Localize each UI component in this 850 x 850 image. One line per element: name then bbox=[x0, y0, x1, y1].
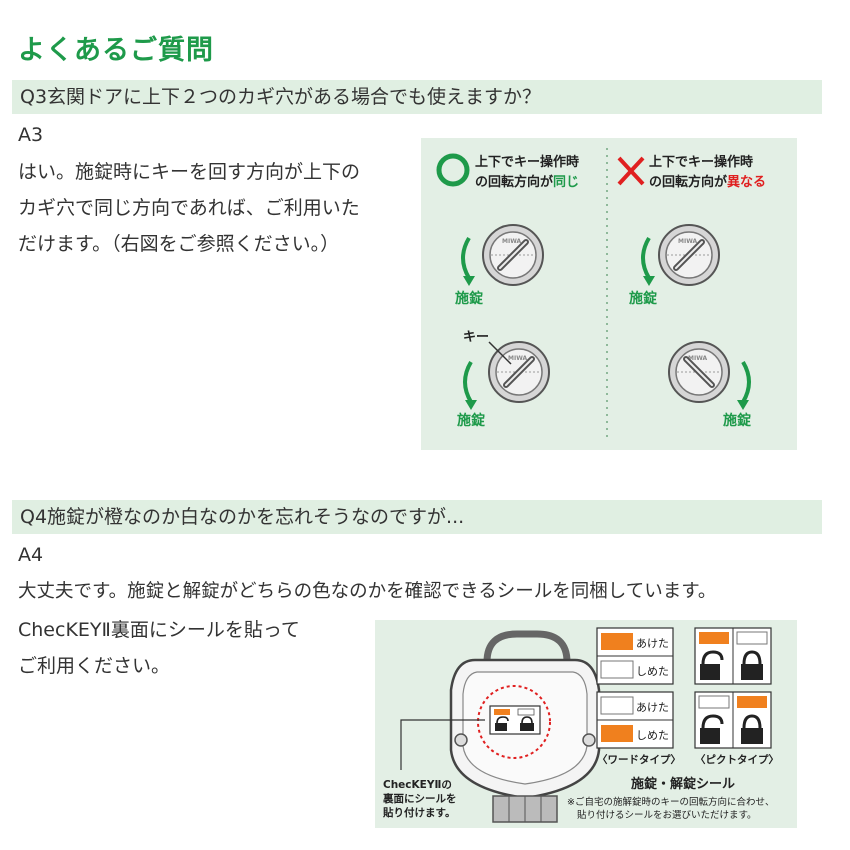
lock-icon bbox=[741, 728, 763, 744]
seal-title: 施錠・解錠シール bbox=[631, 776, 735, 792]
rotation-arrow-icon bbox=[463, 360, 473, 404]
q3-figure-keyhole-direction: 上下でキー操作時 の回転方向が同じ 上下でキー操作時 の回転方向が異なる MIW… bbox=[421, 138, 797, 450]
key-label: キー bbox=[463, 330, 489, 345]
seal-close-label: しめた bbox=[636, 729, 669, 742]
keyhole-cylinder-icon bbox=[658, 224, 720, 286]
q3-figure-svg: 上下でキー操作時 の回転方向が同じ 上下でキー操作時 の回転方向が異なる MIW… bbox=[436, 148, 766, 440]
word-seal-b: あけた しめた bbox=[596, 691, 674, 749]
wrong-cross-icon bbox=[617, 156, 645, 186]
q3-answer-line: カギ穴で同じ方向であれば、ご利用いた bbox=[18, 197, 360, 219]
seal-note-line: ※ご自宅の施解錠時のキーの回転方向に合わせ、 bbox=[567, 796, 774, 808]
q4-figure-seal: ChecKEYⅡの 裏面にシールを 貼り付けます。 あけた しめた bbox=[375, 620, 797, 828]
keyhole-cylinder-icon bbox=[482, 224, 544, 286]
q3-answer-text: はい。施錠時にキーを回す方向が上下の カギ穴で同じ方向であれば、ご利用いた だけ… bbox=[18, 154, 360, 262]
right-heading-line2: の回転方向が異なる bbox=[649, 174, 766, 190]
pict-seal-a bbox=[694, 627, 772, 685]
page-title: よくあるご質問 bbox=[18, 35, 214, 66]
device-caption-line: 裏面にシールを bbox=[382, 792, 457, 805]
pict-seal-b bbox=[694, 691, 772, 749]
word-seal-a: あけた しめた bbox=[596, 627, 674, 685]
q4-answer-line3: ご利用ください。 bbox=[18, 655, 171, 677]
lock-label: 施錠 bbox=[457, 412, 486, 429]
q4-figure-svg: ChecKEYⅡの 裏面にシールを 貼り付けます。 あけた しめた bbox=[382, 627, 779, 823]
left-heading-line1: 上下でキー操作時 bbox=[475, 154, 579, 170]
keyhole-cylinder-icon bbox=[668, 341, 730, 403]
device-caption-line: ChecKEYⅡの bbox=[383, 779, 452, 791]
left-heading-line2: の回転方向が同じ bbox=[475, 174, 579, 190]
right-heading-line1: 上下でキー操作時 bbox=[649, 154, 753, 170]
unlock-icon bbox=[700, 664, 720, 680]
q3-question-bar: Q3玄関ドアに上下２つのカギ穴がある場合でも使えますか？ bbox=[12, 80, 822, 114]
lock-label: 施錠 bbox=[629, 290, 658, 307]
seal-close-label: しめた bbox=[636, 665, 669, 678]
caption-pointer-line bbox=[400, 719, 485, 770]
word-type-label: 〈ワードタイプ〉 bbox=[597, 753, 681, 766]
rotation-arrow-icon bbox=[641, 236, 651, 280]
rotation-arrow-icon bbox=[461, 236, 471, 280]
q4-answer-line2: ChecKEYⅡ裏面にシールを貼って bbox=[18, 619, 300, 641]
q4-question-bar: Q4施錠が橙なのか白なのかを忘れそうなのですが... bbox=[12, 500, 822, 534]
unlock-icon bbox=[700, 728, 720, 744]
q4-answer-line1: 大丈夫です。施錠と解錠がどちらの色なのかを確認できるシールを同梱しています。 bbox=[18, 581, 717, 602]
lock-icon bbox=[741, 664, 763, 680]
arrow-head-icon bbox=[737, 400, 749, 410]
device-caption-line: 貼り付けます。 bbox=[382, 806, 455, 819]
seal-open-label: あけた bbox=[636, 637, 669, 650]
rotation-arrow-icon bbox=[741, 360, 751, 404]
seal-note-line: 貼り付けるシールをお選びいただけます。 bbox=[577, 809, 757, 821]
keyhole-cylinder-icon bbox=[488, 341, 550, 403]
highlight-circle bbox=[477, 685, 551, 759]
key-pointer-line bbox=[488, 341, 512, 365]
seal-on-device bbox=[489, 705, 541, 735]
arrow-head-icon bbox=[465, 400, 477, 410]
pict-type-label: 〈ピクトタイプ〉 bbox=[695, 753, 779, 766]
q3-answer-line: だけます。（右図をご参照ください。） bbox=[18, 233, 340, 255]
correct-circle-icon bbox=[436, 153, 470, 187]
q3-answer-line: はい。施錠時にキーを回す方向が上下の bbox=[18, 161, 361, 183]
arrow-head-icon bbox=[463, 276, 475, 286]
arrow-head-icon bbox=[643, 276, 655, 286]
q3-answer-label: A3 bbox=[18, 124, 44, 146]
lock-label: 施錠 bbox=[455, 290, 484, 307]
lock-label: 施錠 bbox=[723, 412, 752, 429]
q4-answer-label: A4 bbox=[18, 544, 44, 566]
seal-open-label: あけた bbox=[636, 701, 669, 714]
